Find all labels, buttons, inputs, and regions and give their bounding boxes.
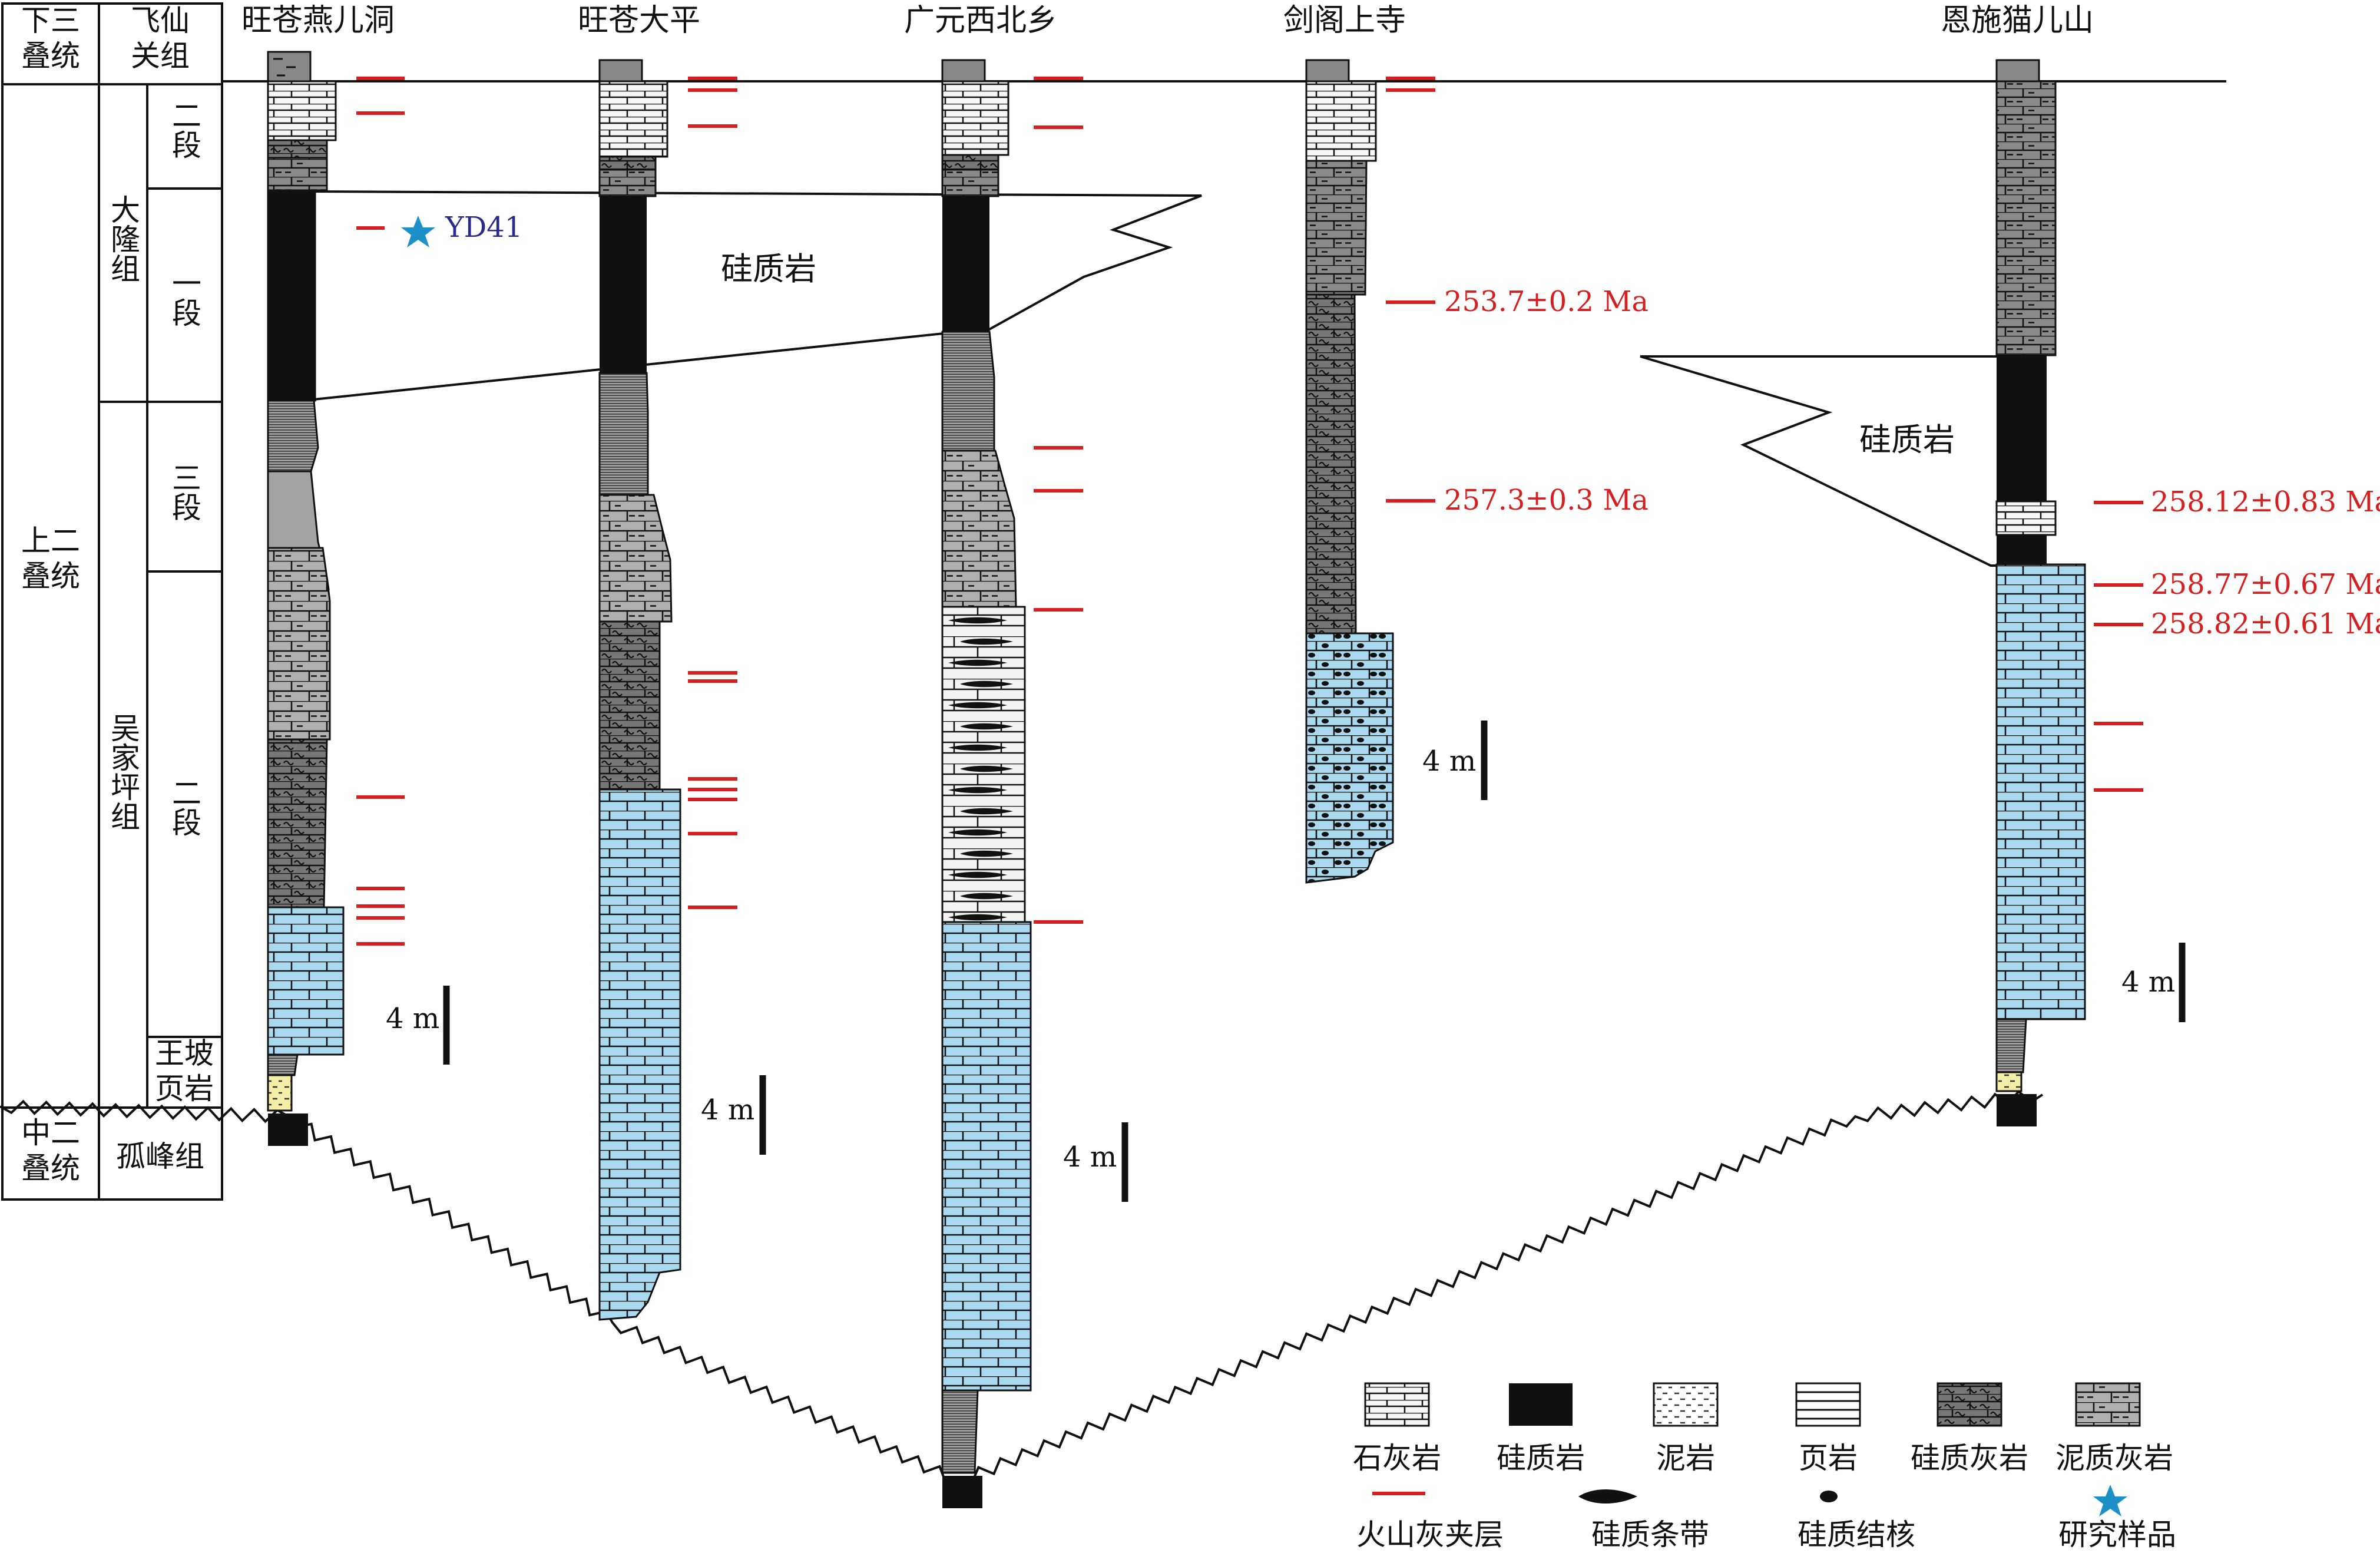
scale-label-5: 4 m [2121,966,2175,999]
legend-swatch-muddy-limestone [2075,1382,2141,1427]
legend-label-chert: 硅质岩 [1497,1441,1585,1475]
age-label-5: 258.82±0.61 Ma [2151,607,2380,640]
section-title-1: 旺苍燕儿洞 [241,3,395,38]
label-wujiaping: 吴家坪组 [106,713,140,831]
section-column-2: 4 m [598,59,766,1321]
sample-marker: YD41 [401,211,522,247]
ash-layer-marks-1 [356,77,405,946]
label-wangpo-line2: 页岩 [155,1072,214,1106]
ash-layer-marks-2 [688,77,737,909]
legend-swatch-siliceous-limestone [1937,1382,2002,1427]
label-middle-permian-line2: 叠统 [21,1151,80,1185]
age-label-4: 258.77±0.67 Ma [2151,568,2380,601]
legend-label-shale: 页岩 [1799,1441,1858,1475]
label-feixianguan: 飞仙 [131,4,190,38]
scale-label-2: 4 m [701,1093,754,1126]
scale-label-4: 4 m [1422,745,1476,778]
legend-label-sample: 研究样品 [2058,1518,2176,1552]
label-maokou: 孤峰组 [116,1139,204,1174]
ash-layer-marks-5 [2094,501,2143,792]
legend-swatch-shale [1795,1382,1861,1427]
label-lower-triassic: 下三 [21,4,80,38]
age-label-1: 253.7±0.2 Ma [1444,285,1649,318]
age-label-2: 257.3±0.3 Ma [1444,484,1649,517]
ash-layer-marks-3 [1034,77,1083,924]
label-wujiaping-2: 二段 [167,778,201,837]
legend-label-siliceous-limestone: 硅质灰岩 [1911,1441,2028,1475]
section-title-2: 旺苍大平 [578,3,700,38]
legend-swatch-chert-nodule [1820,1491,1838,1502]
legend-star-icon [2093,1485,2127,1516]
section-titles: 旺苍燕儿洞 旺苍大平 广元西北乡 剑阁上寺 恩施猫儿山 [241,3,2094,38]
section-title-5: 恩施猫儿山 [1941,3,2094,38]
legend-label-limestone: 石灰岩 [1353,1441,1441,1475]
chert-wedges: 硅质岩 硅质岩 [310,190,2047,567]
label-dalong: 大隆组 [106,194,140,283]
legend-label-chert-band: 硅质条带 [1591,1518,1709,1552]
legend-label-muddy-limestone: 泥质灰岩 [2055,1441,2173,1475]
legend-label-ash-layer: 火山灰夹层 [1356,1518,1504,1552]
label-lower-triassic-line2: 叠统 [21,39,80,73]
legend: 石灰岩 硅质岩 泥岩 页岩 硅质灰岩 泥质灰岩 火山灰夹层 硅质条带 硅质结核 … [1353,1382,2176,1552]
ash-layer-marks-4 [1386,77,1435,503]
sample-label: YD41 [445,211,522,244]
label-middle-permian: 中二 [21,1116,80,1150]
section-title-3: 广元西北乡 [904,3,1057,38]
section-title-4: 剑阁上寺 [1283,3,1406,38]
label-dalong-2: 二段 [167,100,201,159]
age-label-3: 258.12±0.83 Ma [2151,485,2380,518]
stratigraphy-column: 下三 飞仙 上二 大隆组 二段 一段 吴家坪组 三段 二段 王坡 中二 孤峰组 … [0,2,2044,1484]
legend-label-chert-nodule: 硅质结核 [1798,1518,1915,1552]
wedge-label-1: 硅质岩 [721,250,816,288]
label-wujiaping-3: 三段 [167,462,201,521]
label-feixianguan-line2: 关组 [131,39,190,73]
section-column-1: YD41 4 m [267,51,522,1146]
sample-star-icon [401,216,435,247]
scale-label-1: 4 m [386,1002,439,1035]
label-dalong-1: 一段 [167,268,201,327]
scale-label-3: 4 m [1063,1141,1117,1174]
section-column-5: 258.12±0.83 Ma 258.77±0.67 Ma 258.82±0.6… [1995,59,2380,1126]
wedge-label-2: 硅质岩 [1859,421,1955,458]
legend-swatch-chert [1509,1383,1573,1426]
section-column-4: 253.7±0.2 Ma 257.3±0.3 Ma 4 m [1305,59,1649,884]
label-upper-permian-line2: 叠统 [21,559,80,593]
label-wangpo: 王坡 [155,1036,214,1070]
legend-swatch-mudstone [1653,1382,1719,1427]
legend-swatch-chert-band [1578,1489,1637,1504]
legend-swatch-limestone [1364,1382,1430,1427]
legend-label-mudstone: 泥岩 [1656,1441,1715,1475]
label-upper-permian: 上二 [21,524,80,558]
unconformity-line [0,1089,2044,1484]
section-column-3: 4 m [941,59,1128,1508]
